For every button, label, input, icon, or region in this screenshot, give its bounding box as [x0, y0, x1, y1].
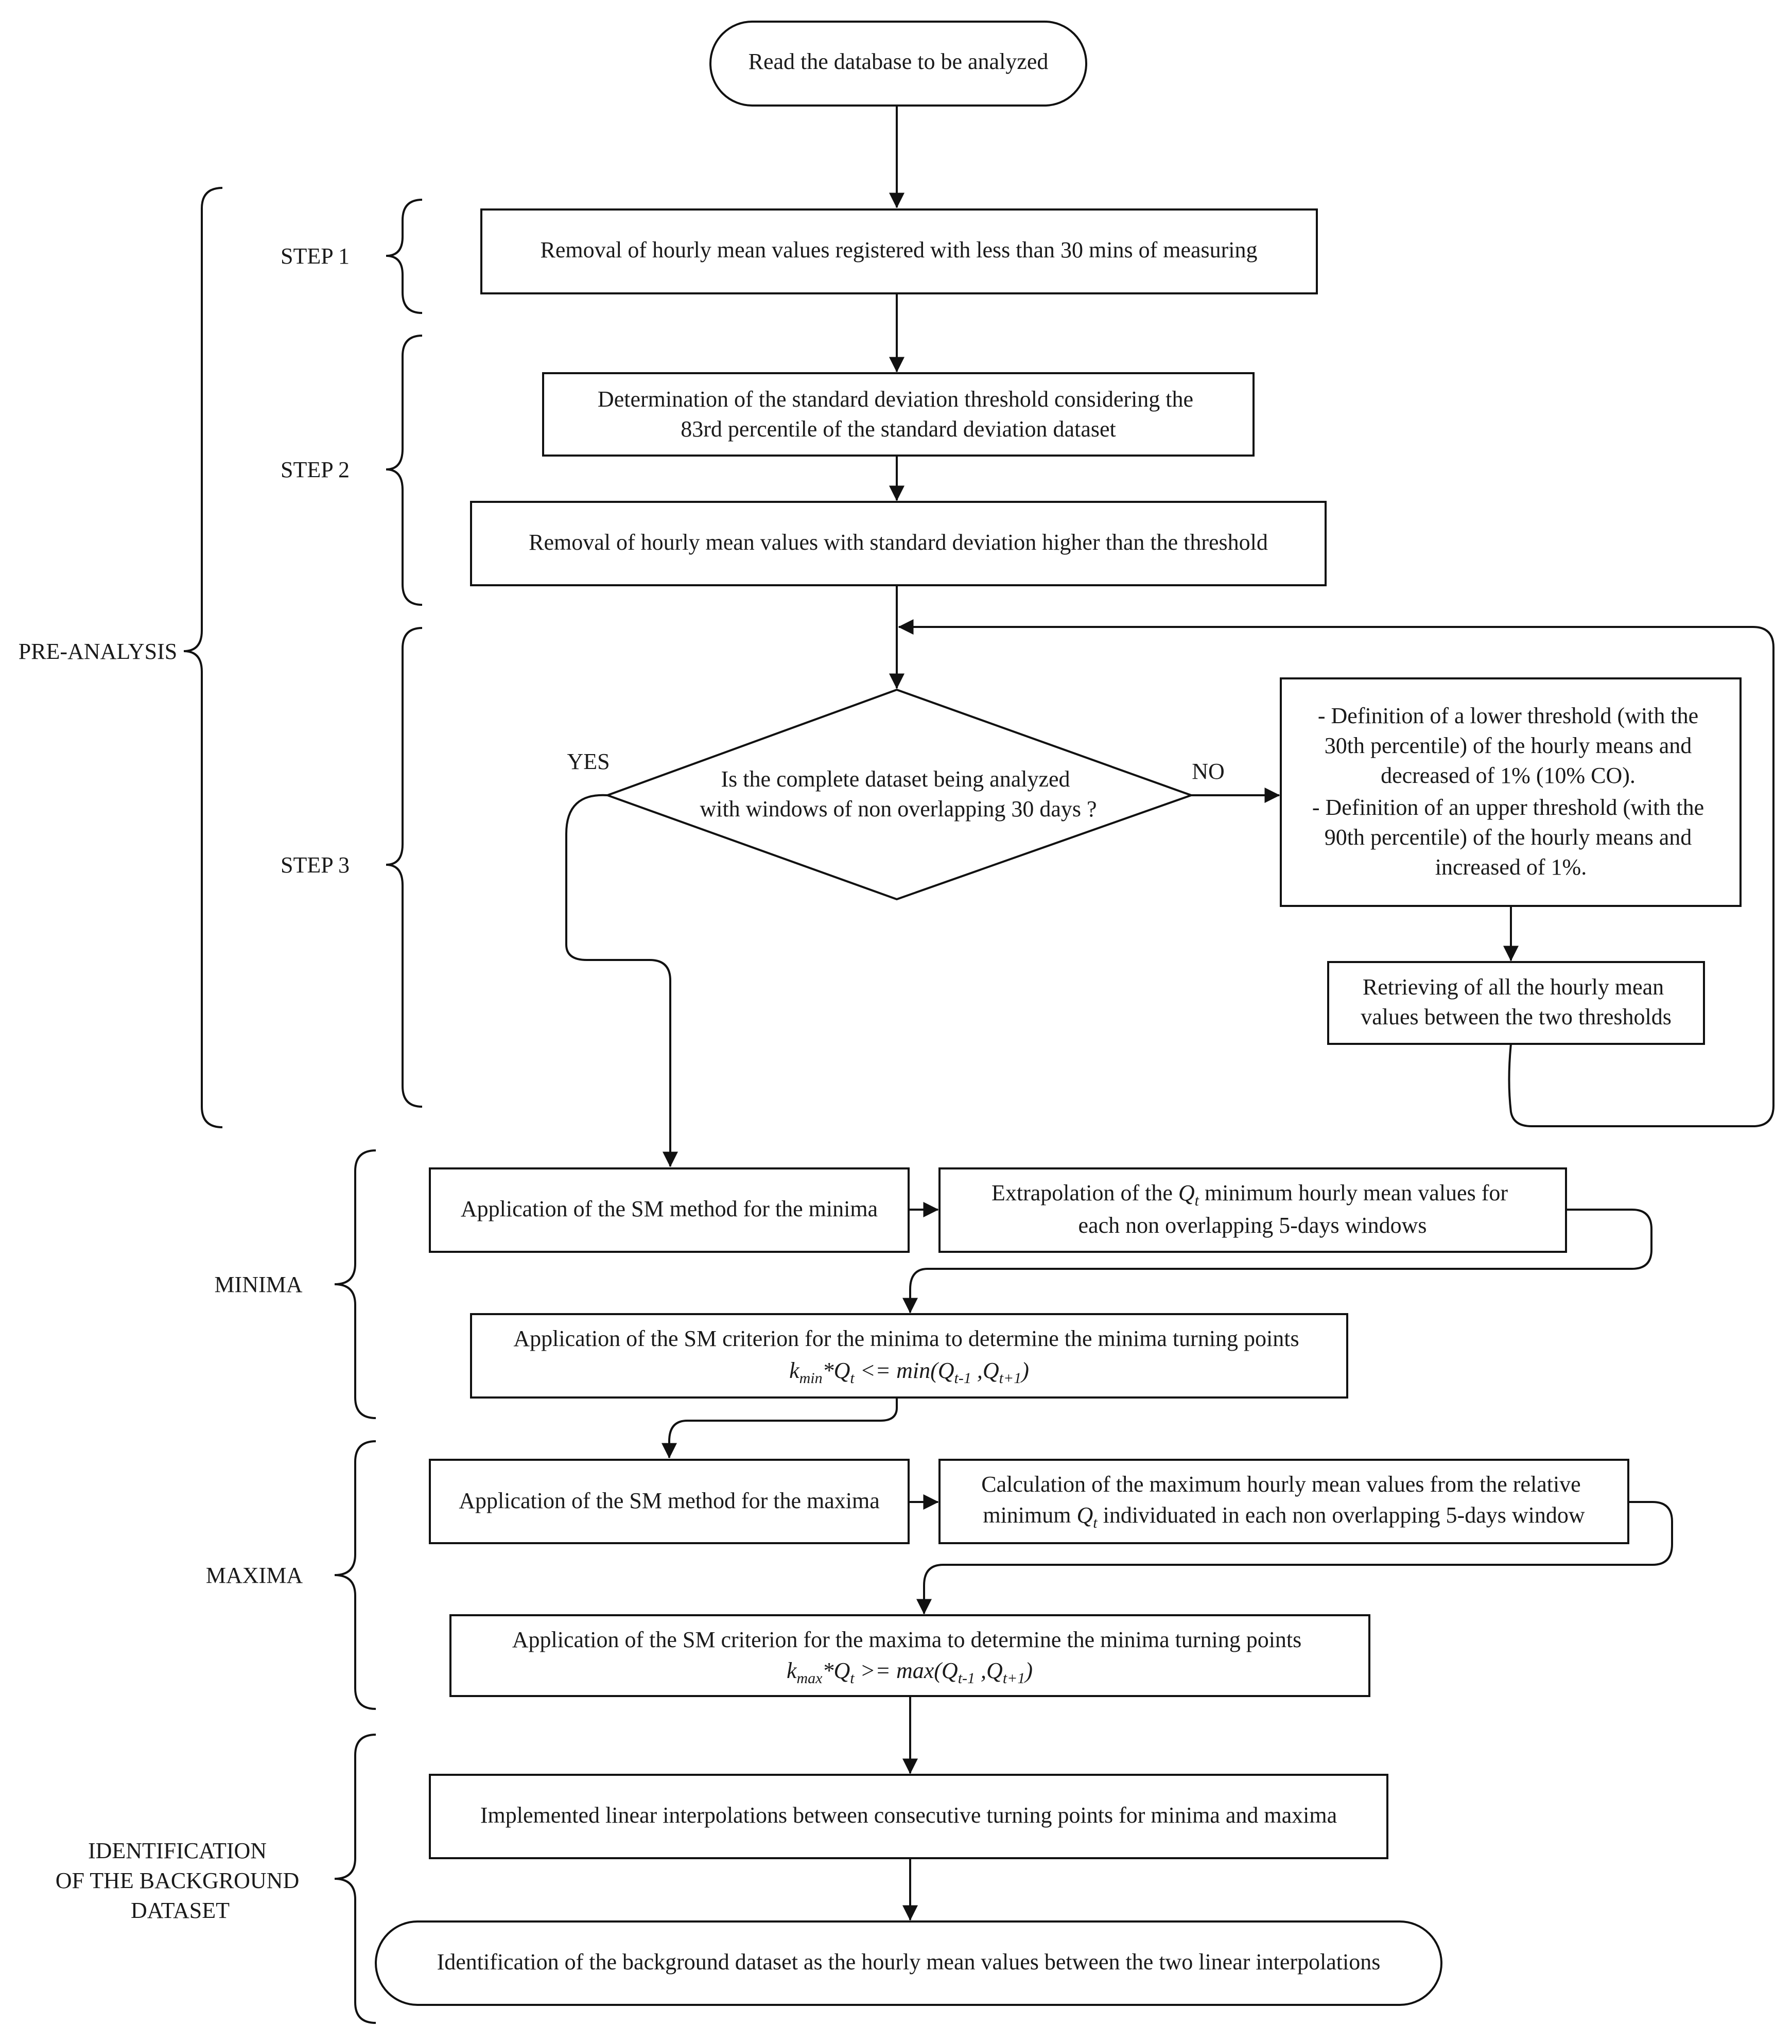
calculation-label: Calculation of the maximum hourly mean v… — [981, 1472, 1586, 1531]
threshold-label: - Definition of a lower threshold (with … — [1312, 703, 1710, 880]
step1-label: Removal of hourly mean values registered… — [540, 237, 1257, 263]
decision-diamond — [604, 688, 1194, 901]
decision-label: Is the complete dataset being analyzed w… — [700, 766, 1097, 822]
brace-minima — [334, 1149, 376, 1419]
brace-step3 — [386, 627, 423, 1108]
arrow-decision-yes — [565, 794, 678, 1167]
step2-removal-label: Removal of hourly mean values with stand… — [529, 530, 1268, 555]
brace-pre-analysis — [183, 187, 223, 1128]
node-threshold: - Definition of a lower threshold (with … — [1280, 677, 1742, 907]
sm-maxima-label: Application of the SM method for the max… — [459, 1488, 880, 1513]
criterion-maxima-box — [449, 1614, 1370, 1697]
node-step1: Removal of hourly mean values registered… — [480, 208, 1318, 294]
phase-labels: PRE-ANALYSIS STEP 1 STEP 2 STEP 3 MINIMA… — [19, 243, 350, 1923]
step1-box — [480, 208, 1318, 294]
end-terminal — [375, 1920, 1442, 2006]
label-pre-analysis: PRE-ANALYSIS — [19, 639, 178, 664]
brace-identification — [334, 1734, 376, 2024]
label-step1: STEP 1 — [281, 243, 350, 269]
criterion-minima-box — [470, 1313, 1348, 1399]
retrieve-box — [1327, 961, 1705, 1045]
extrapolation-label: Extrapolation of the Qt minimum hourly m… — [991, 1180, 1513, 1238]
node-criterion-minima: Application of the SM criterion for the … — [470, 1313, 1348, 1399]
interpolation-label: Implemented linear interpolations betwee… — [480, 1803, 1337, 1828]
node-end: Identification of the background dataset… — [375, 1920, 1442, 2006]
step2-removal-box — [470, 501, 1327, 586]
node-step2b: Removal of hourly mean values with stand… — [470, 501, 1327, 586]
label-step3: STEP 3 — [281, 852, 350, 878]
label-maxima: MAXIMA — [206, 1563, 303, 1588]
criterion-maxima-label: Application of the SM criterion for the … — [512, 1627, 1308, 1687]
step2-threshold-box — [542, 372, 1255, 457]
node-criterion-maxima: Application of the SM criterion for the … — [449, 1614, 1370, 1697]
label-minima: MINIMA — [214, 1272, 302, 1297]
arrow-calculation-to-criterion-maxima — [916, 1501, 1673, 1615]
node-retrieve: Retrieving of all the hourly mean values… — [1327, 961, 1705, 1045]
node-calculation: Calculation of the maximum hourly mean v… — [938, 1459, 1629, 1544]
node-extrapolation: Extrapolation of the Qt minimum hourly m… — [938, 1167, 1567, 1253]
end-label: Identification of the background dataset… — [437, 1949, 1381, 1975]
threshold-box — [1280, 677, 1742, 907]
start-terminal — [709, 21, 1087, 107]
yes-label: YES — [567, 749, 610, 774]
arrow-criterion-minima-to-sm-maxima — [662, 1397, 898, 1459]
sm-minima-box — [429, 1167, 910, 1253]
braces — [183, 187, 423, 2024]
criterion-minima-label: Application of the SM criterion for the … — [513, 1326, 1304, 1387]
node-decision: Is the complete dataset being analyzed w… — [567, 688, 1225, 901]
node-start: Read the database to be analyzed — [709, 21, 1087, 107]
sm-minima-label: Application of the SM method for the min… — [461, 1196, 878, 1221]
brace-maxima — [334, 1440, 376, 1710]
node-step2a: Determination of the standard deviation … — [542, 372, 1255, 457]
start-label: Read the database to be analyzed — [749, 49, 1049, 74]
retrieve-label: Retrieving of all the hourly mean values… — [1361, 974, 1672, 1029]
extrapolation-box — [938, 1167, 1567, 1253]
calculation-box — [938, 1459, 1629, 1544]
brace-step2 — [386, 335, 423, 606]
loop-back-connector — [898, 619, 1774, 1127]
step2-threshold-label: Determination of the standard deviation … — [598, 387, 1199, 442]
node-sm-maxima: Application of the SM method for the max… — [429, 1459, 910, 1544]
label-step2: STEP 2 — [281, 457, 350, 482]
label-identification: IDENTIFICATION OF THE BACKGROUND DATASET — [56, 1838, 305, 1923]
node-sm-minima: Application of the SM method for the min… — [429, 1167, 910, 1253]
node-interpolation: Implemented linear interpolations betwee… — [429, 1774, 1388, 1859]
connectors — [565, 106, 1774, 1921]
sm-maxima-box — [429, 1459, 910, 1544]
arrow-extrapolation-to-criterion-minima — [902, 1209, 1652, 1314]
brace-step1 — [386, 199, 423, 314]
no-label: NO — [1192, 759, 1225, 784]
interpolation-box — [429, 1774, 1388, 1859]
